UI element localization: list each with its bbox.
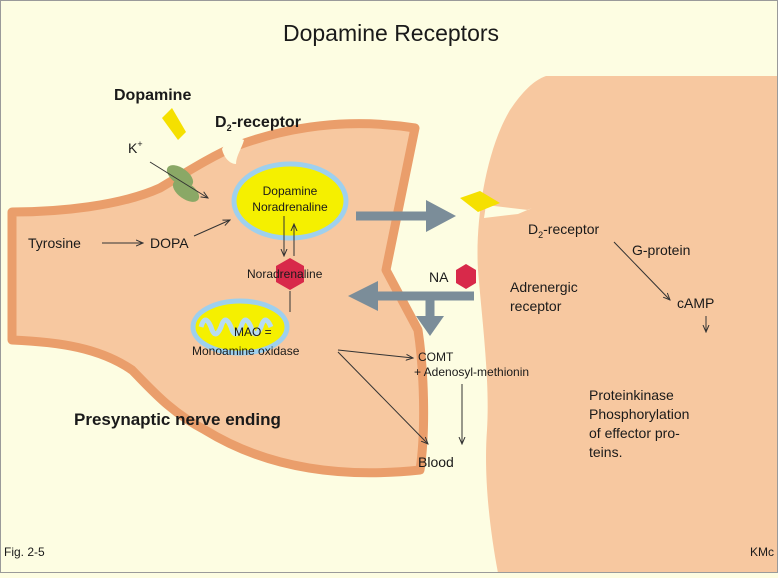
proteinkinase-line-4: teins. (589, 444, 622, 460)
comt-down-arrow (416, 296, 444, 336)
comt-label: COMT (418, 350, 454, 364)
adrenergic-label-line1: Adrenergic (510, 279, 578, 295)
dopa-to-vesicle-arrow (193, 220, 230, 237)
vesicle-label-dopamine: Dopamine (263, 184, 318, 198)
potassium-label: K+ (128, 139, 143, 156)
blood-label: Blood (418, 454, 454, 470)
noradrenaline-label: Noradrenaline (247, 267, 323, 281)
d2-presynaptic-receptor-site (222, 138, 244, 164)
camp-label: cAMP (677, 295, 714, 311)
presynaptic-label: Presynaptic nerve ending (74, 410, 281, 429)
mao-full-label: Monoamine oxidase (192, 344, 300, 358)
vesicle-label-noradrenaline: Noradrenaline (252, 200, 328, 214)
mao-to-comt-arrow (337, 349, 413, 358)
adenosyl-label: + Adenosyl-methionin (414, 365, 529, 379)
dopamine-molecule-icon (162, 108, 186, 140)
release-arrow (356, 200, 456, 232)
diagram-title: Dopamine Receptors (283, 20, 499, 46)
d2-presynaptic-label: D2-receptor (215, 114, 301, 133)
dopa-label: DOPA (150, 235, 189, 251)
figure-number: Fig. 2-5 (4, 545, 45, 559)
dopamine-bound-icon (460, 191, 500, 212)
na-label: NA (429, 269, 449, 285)
potassium-channel (166, 165, 200, 202)
mao-label: MAO = (234, 325, 272, 339)
adrenergic-label-line2: receptor (510, 298, 562, 314)
author-initials: KMc (750, 545, 774, 559)
proteinkinase-line-2: Phosphorylation (589, 406, 689, 422)
gprotein-to-camp-arrow (613, 241, 670, 300)
d2-postsynaptic-label: D2-receptor (528, 221, 599, 240)
noradrenaline-hexagon-icon (276, 258, 304, 290)
proteinkinase-line-3: of effector pro- (589, 425, 680, 441)
vesicle (231, 161, 349, 241)
proteinkinase-line-1: Proteinkinase (589, 387, 674, 403)
k-channel-arrow (149, 161, 208, 198)
reuptake-arrow (348, 281, 474, 311)
gprotein-label: G-protein (632, 242, 690, 258)
tyrosine-label: Tyrosine (28, 235, 81, 251)
mao-to-blood-arrow (337, 351, 428, 444)
na-hexagon-icon (456, 264, 476, 289)
d2-postsynaptic-receptor-site (484, 205, 532, 218)
postsynaptic-cell (477, 76, 778, 573)
mao-mitochondrion (190, 298, 290, 356)
dopamine-label: Dopamine (114, 87, 191, 104)
